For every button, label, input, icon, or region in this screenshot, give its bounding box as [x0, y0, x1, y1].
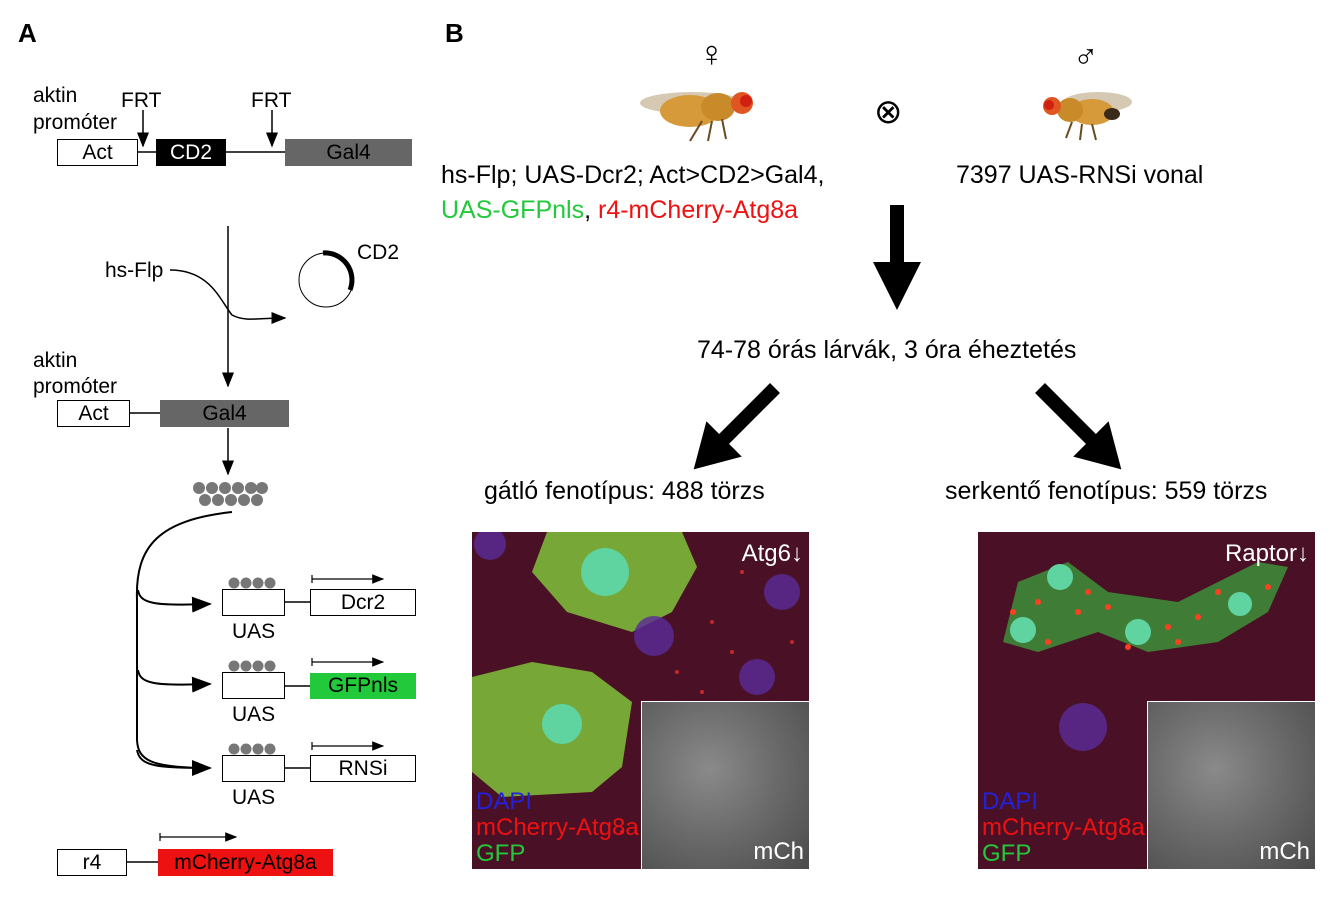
right-result-text: serkentő fenotípus: 559 törzs — [945, 477, 1268, 505]
frt-right-label: FRT — [251, 89, 292, 112]
uas-label-3: UAS — [232, 786, 276, 809]
promoter-label-promoter-2: promóter — [33, 375, 118, 398]
male-fly-image — [1043, 92, 1132, 141]
act-box-2: Act — [57, 400, 130, 427]
frt-left-label: FRT — [121, 89, 162, 112]
excised-cd2-label: CD2 — [357, 241, 400, 264]
uas-label-2: UAS — [232, 703, 276, 726]
male-genotype: 7397 UAS-RNSi vonal — [956, 161, 1204, 189]
left-inset-image: mCh — [641, 701, 809, 869]
female-genotype-red: r4-mCherry-Atg8a — [598, 196, 799, 224]
left-inset-label: mCh — [753, 838, 804, 865]
left-result-text: gátló fenotípus: 488 törzs — [484, 477, 765, 505]
cd2-box: CD2 — [156, 139, 226, 166]
right-legend-mcherry: mCherry-Atg8a — [982, 814, 1145, 841]
right-inset-label: mCh — [1259, 838, 1310, 865]
cross-symbol: ⊗ — [874, 93, 903, 131]
left-legend-gfp: GFP — [476, 840, 526, 867]
r4-box: r4 — [57, 849, 127, 876]
left-legend-mcherry: mCherry-Atg8a — [476, 814, 639, 841]
uas-box-2 — [222, 672, 285, 699]
promoter-label-aktin-2: aktin — [33, 349, 78, 372]
hs-flp-label: hs-Flp — [105, 259, 164, 282]
promoter-label-promoter-1: promóter — [33, 111, 118, 134]
female-genotype-green: UAS-GFPnls — [441, 196, 585, 224]
uas-label-1: UAS — [232, 620, 276, 643]
gfpnls-box: GFPnls — [310, 673, 416, 699]
gal4-box-1: Gal4 — [285, 139, 412, 166]
female-symbol: ♀ — [698, 33, 725, 74]
female-genotype-line1: hs-Flp; UAS-Dcr2; Act>CD2>Gal4, — [441, 161, 825, 189]
right-legend-gfp: GFP — [982, 840, 1032, 867]
panel-a-letter: A — [18, 18, 37, 48]
right-legend-dapi: DAPI — [982, 788, 1039, 815]
right-corner-label: Raptor↓ — [1224, 540, 1309, 567]
rnsi-box: RNSi — [310, 755, 416, 782]
female-fly-image — [640, 92, 753, 142]
uas-box-1 — [222, 589, 285, 616]
female-genotype-separator: , — [584, 196, 598, 224]
promoter-label-aktin-1: aktin — [33, 84, 78, 107]
left-legend-dapi: DAPI — [476, 788, 533, 815]
uas-box-3 — [222, 755, 285, 782]
mcherry-atg8a-box: mCherry-Atg8a — [158, 849, 333, 876]
gal4-protein-dots — [193, 482, 268, 506]
right-micrograph: Raptor↓ mCh DAPI mCherry-Atg8a GFP — [978, 532, 1315, 869]
right-inset-image: mCh — [1147, 701, 1315, 869]
male-symbol: ♂ — [1073, 38, 1099, 76]
left-corner-label: Atg6↓ — [741, 540, 803, 567]
female-genotype-line2: UAS-GFPnls, r4-mCherry-Atg8a — [441, 198, 798, 223]
dcr2-box: Dcr2 — [310, 589, 416, 616]
condition-text: 74-78 órás lárvák, 3 óra éheztetés — [697, 336, 1077, 364]
left-micrograph: Atg6↓ mCh DAPI mCherry-Atg8a GFP — [472, 532, 809, 869]
gal4-box-2: Gal4 — [160, 400, 289, 427]
act-box-1: Act — [57, 139, 138, 166]
panel-b-letter: B — [445, 18, 464, 48]
